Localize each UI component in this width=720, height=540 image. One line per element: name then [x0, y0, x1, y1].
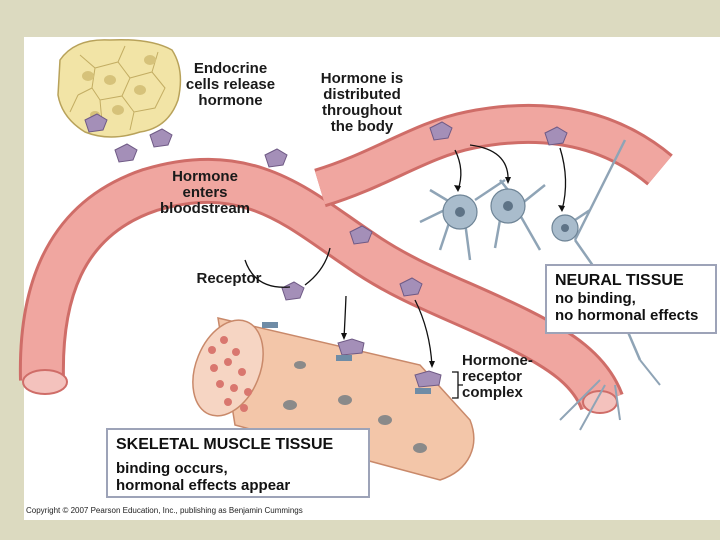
- skeletal-muscle-title: SKELETAL MUSCLE TISSUE: [116, 436, 334, 453]
- copyright-notice: Copyright © 2007 Pearson Education, Inc.…: [26, 506, 303, 515]
- neural-tissue-title: NEURAL TISSUE: [555, 272, 684, 289]
- label-complex: Hormone- receptor complex: [462, 352, 533, 401]
- skeletal-muscle-box: SKELETAL MUSCLE TISSUE binding occurs, h…: [106, 428, 370, 498]
- neural-tissue-body: no binding, no hormonal effects: [555, 290, 699, 324]
- label-enters: Hormone enters bloodstream: [159, 168, 250, 217]
- endocrine-cells: [57, 38, 182, 138]
- label-endocrine: Endocrine cells release hormone: [185, 60, 276, 109]
- receptors: [262, 322, 431, 394]
- label-distributed: Hormone is distributed throughout the bo…: [320, 70, 404, 135]
- hormone-molecules: [84, 113, 568, 388]
- arrowheads: [341, 177, 565, 368]
- complex-bracket: [452, 371, 463, 399]
- skeletal-muscle: [192, 317, 475, 481]
- skeletal-muscle-body: binding occurs, hormonal effects appear: [116, 460, 291, 494]
- blood-vessel: [18, 103, 673, 414]
- label-receptor: Receptor: [196, 270, 262, 287]
- neural-tissue-box: NEURAL TISSUE no binding, no hormonal ef…: [545, 264, 717, 334]
- neurons: [419, 139, 661, 431]
